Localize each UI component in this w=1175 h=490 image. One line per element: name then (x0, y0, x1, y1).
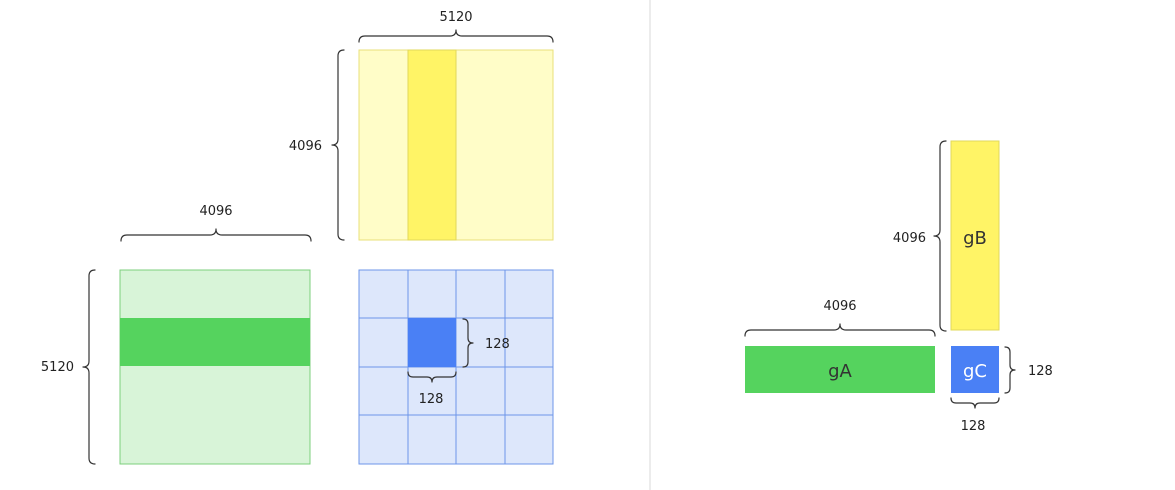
gA-block (745, 346, 935, 393)
matrix-a-height-label: 5120 (41, 360, 74, 375)
gC-height-label: 128 (1028, 364, 1053, 379)
gB-height-label: 4096 (893, 231, 926, 246)
gB-block (950, 140, 1000, 331)
matrix-a-height-brace (82, 269, 96, 465)
tile-width-brace (407, 371, 457, 383)
gA-width-label: 4096 (823, 299, 856, 314)
gC-block (951, 346, 999, 393)
matrix-b (358, 49, 554, 241)
gA-width-brace (744, 323, 936, 337)
matrix-a-width-label: 4096 (199, 204, 232, 219)
matrix-c-highlight-tile (408, 318, 456, 367)
matrix-b-width-label: 5120 (439, 10, 472, 25)
gB-label: gB (963, 228, 987, 249)
matrix-b-height-brace (331, 49, 345, 241)
gC-height-brace (1004, 346, 1016, 394)
matrix-b-width-brace (358, 29, 554, 43)
gC-width-brace (950, 397, 1000, 409)
matrix-a-highlight-row (120, 318, 310, 366)
matrix-b-height-label: 4096 (289, 139, 322, 154)
matrix-a (119, 269, 311, 465)
tile-height-brace (462, 318, 474, 368)
tile-width-label: 128 (419, 392, 444, 407)
gC-width-label: 128 (961, 419, 986, 434)
tile-height-label: 128 (485, 337, 510, 352)
matrix-a-background (119, 269, 311, 465)
matrix-a-width-brace (120, 228, 312, 242)
matrix-c (358, 269, 554, 465)
gC-label: gC (963, 361, 987, 382)
gA-label: gA (828, 361, 852, 382)
matrix-b-highlight-column (407, 49, 457, 241)
gB-height-brace (933, 140, 947, 332)
